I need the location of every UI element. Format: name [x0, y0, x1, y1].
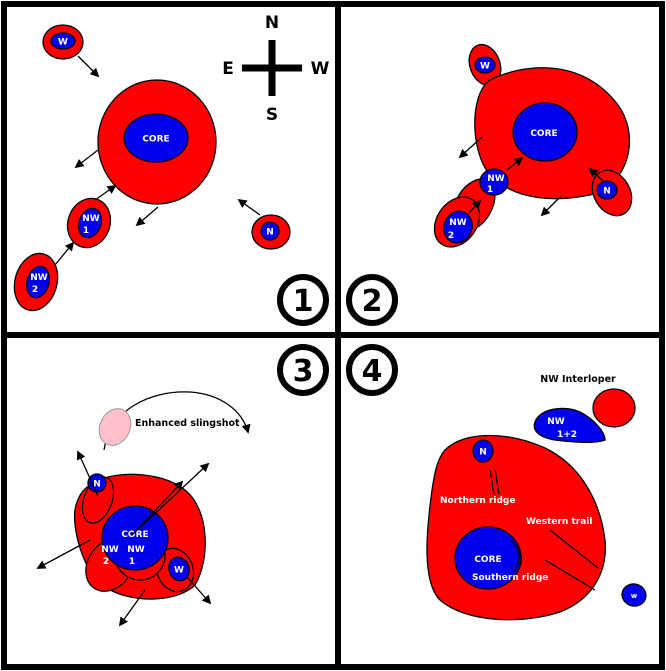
panel-number-1: 1 [277, 274, 329, 326]
compass-west: W [311, 59, 330, 79]
p3-core: CORE NW 1 NW 2 [101, 505, 169, 571]
p3-n-cloud: N [87, 473, 107, 493]
svg-text:1: 1 [293, 284, 314, 319]
panel-1: N S E W W CORE NW 1 [13, 13, 330, 326]
compass-north: N [265, 13, 279, 33]
svg-text:1: 1 [129, 557, 135, 567]
svg-text:N: N [479, 448, 487, 458]
p1-core: CORE [97, 79, 217, 205]
svg-text:CORE: CORE [142, 135, 169, 145]
svg-text:N: N [93, 480, 101, 490]
p2-nw-clouds: NW 1 NW 2 [433, 168, 509, 248]
svg-text:W: W [174, 566, 184, 576]
svg-text:3: 3 [293, 354, 314, 389]
p3-w-cloud: W [168, 556, 190, 582]
svg-text:4: 4 [362, 354, 383, 389]
svg-text:1: 1 [83, 226, 89, 236]
svg-text:NW: NW [487, 174, 505, 184]
svg-text:W: W [58, 38, 68, 48]
svg-text:2: 2 [448, 231, 454, 241]
p4-n-cloud: N [472, 439, 494, 463]
svg-text:N: N [603, 187, 611, 197]
svg-text:1: 1 [487, 185, 493, 195]
northern-ridge-label: Northern ridge [440, 496, 515, 506]
svg-text:CORE: CORE [474, 555, 501, 565]
panel-3: Enhanced slingshot CORE NW 1 NW 2 N W [36, 344, 329, 627]
svg-text:NW: NW [449, 218, 467, 228]
panel-number-3: 3 [277, 344, 329, 396]
interloper-label: NW Interloper [540, 374, 616, 385]
svg-text:NW: NW [101, 545, 119, 555]
svg-text:w: w [631, 592, 638, 600]
compass-east: E [222, 59, 234, 79]
svg-text:1+2: 1+2 [557, 430, 577, 440]
p2-n-cloud: N [591, 169, 633, 217]
p1-nw1-cloud: NW 1 [66, 197, 112, 249]
svg-text:NW: NW [127, 545, 145, 555]
svg-text:NW: NW [547, 417, 565, 427]
svg-text:N: N [266, 228, 274, 238]
p1-n-cloud: N [251, 214, 291, 250]
svg-text:W: W [480, 62, 490, 72]
compass-south: S [266, 105, 278, 125]
p1-w-cloud: W [42, 24, 84, 60]
western-trail-label: Western trail [526, 517, 592, 527]
compass: N S E W [222, 13, 329, 125]
panel-number-2: 2 [346, 274, 398, 326]
p4-halo [426, 434, 606, 621]
p2-core: CORE [512, 102, 578, 162]
svg-text:2: 2 [103, 557, 109, 567]
panel-number-4: 4 [346, 344, 398, 396]
svg-text:2: 2 [362, 284, 383, 319]
p4-nw12-cloud: NW 1+2 [533, 407, 606, 443]
slingshot-label: Enhanced slingshot [135, 418, 240, 429]
svg-text:NW: NW [82, 214, 100, 224]
panel-2: W CORE N NW 1 NW 2 [346, 43, 633, 326]
svg-text:CORE: CORE [121, 530, 148, 540]
svg-text:CORE: CORE [530, 129, 557, 139]
p4-w-cloud: w [621, 583, 647, 607]
southern-ridge-label: Southern ridge [472, 573, 548, 583]
interloper-blob [592, 388, 636, 428]
p1-nw2-cloud: NW 2 [13, 252, 59, 312]
panel-4: NW Interloper NW 1+2 N CORE Northern rid… [346, 344, 647, 621]
svg-text:2: 2 [32, 285, 38, 295]
slingshot-blob [98, 408, 132, 446]
svg-text:NW: NW [30, 273, 48, 283]
